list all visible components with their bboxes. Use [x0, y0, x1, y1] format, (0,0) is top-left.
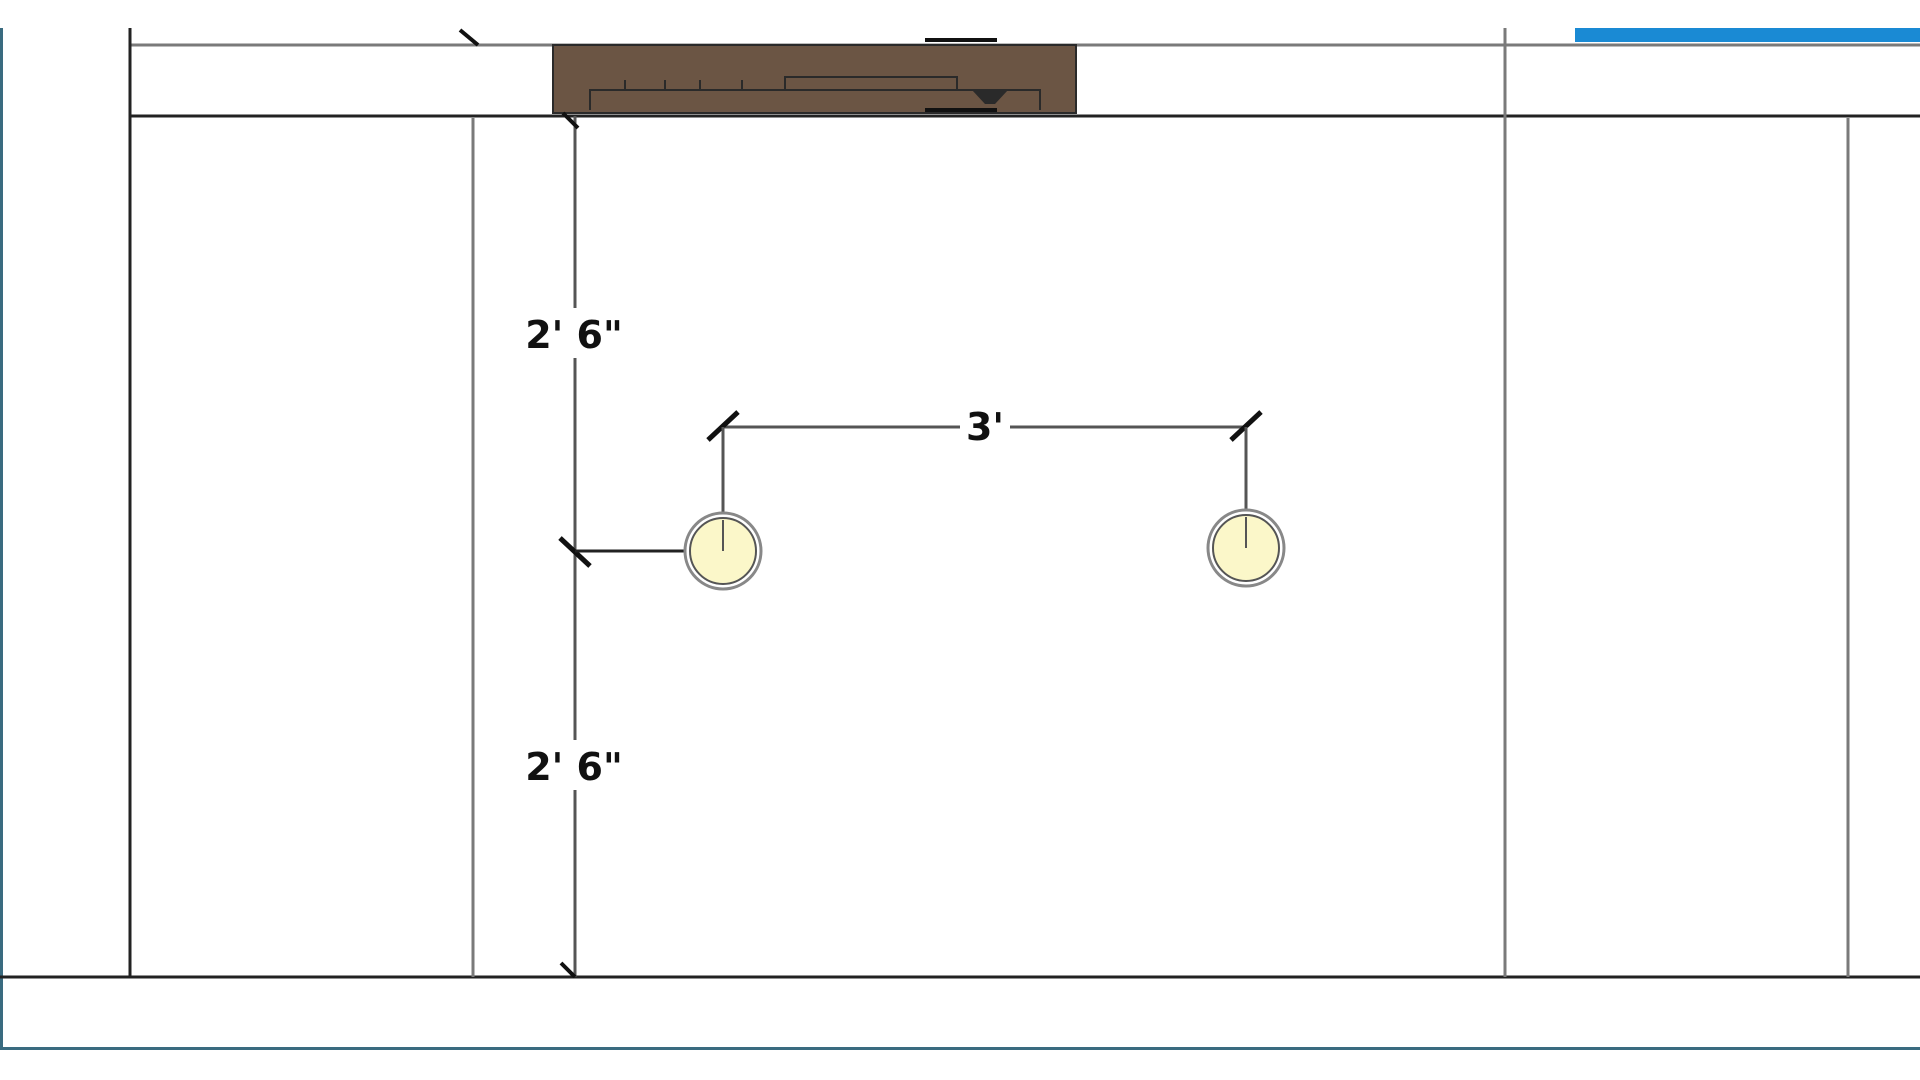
top-left-tick	[458, 28, 480, 47]
spacing-tick-right	[1229, 410, 1263, 442]
spacing-tick-left	[706, 410, 740, 442]
dimension-tick-top	[561, 111, 580, 130]
dimension-tick-bottom	[559, 961, 577, 979]
upper-vertical-dimension-label: 2' 6"	[525, 313, 623, 357]
upper-label-backdrop	[522, 308, 626, 358]
horizontal-spacing-label: 3'	[966, 405, 1004, 449]
frame-left-border	[0, 28, 3, 1050]
frame-bottom-border	[0, 1047, 1920, 1050]
recessed-light-icon[interactable]	[1206, 508, 1286, 588]
lower-label-backdrop	[522, 740, 626, 790]
lower-vertical-dimension-label: 2' 6"	[525, 745, 623, 789]
recessed-light-icon[interactable]	[683, 511, 763, 591]
selection-bar[interactable]	[1575, 28, 1920, 42]
wood-counter-icon[interactable]	[552, 38, 1077, 114]
